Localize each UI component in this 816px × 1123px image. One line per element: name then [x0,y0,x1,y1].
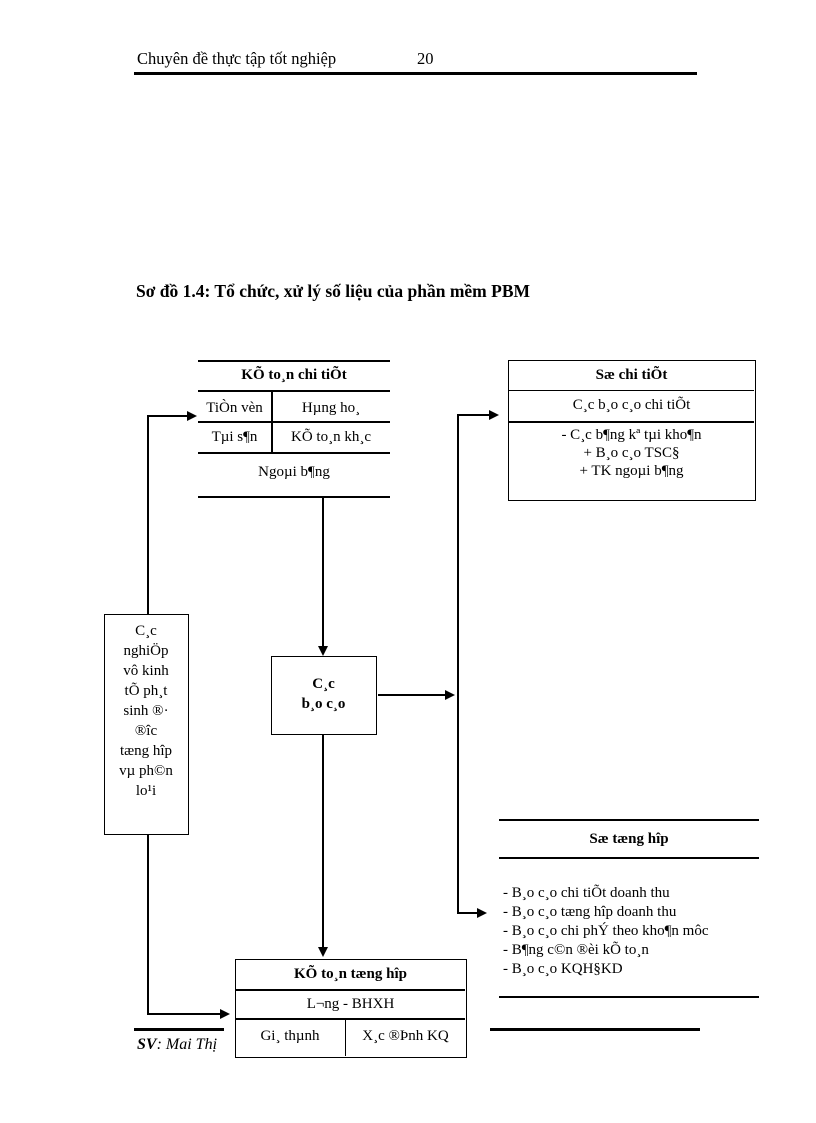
cell-tai-san: Tµi s¶n [211,429,258,445]
section-title: Sơ đồ 1.4: Tổ chức, xử lý số liệu của ph… [136,281,531,301]
arrowhead-into-detail-table [187,410,197,421]
detail-book-line: - C¸c b¶ng kª tµi kho¶n [561,427,702,443]
table-rule [198,360,390,362]
footer-rule-left [134,1028,224,1031]
connector-reports-to-summary [322,735,324,948]
arrowhead-into-summary-book [477,907,487,918]
arrowhead-into-detail-book [489,409,499,420]
detail-book-line: + B¸o c¸o TSC§ [583,445,680,461]
summary-book-title: Sæ tæng hîp [589,831,669,847]
section-rule [499,857,759,859]
connector-reports-to-trunk [378,694,446,696]
summary-accounting-title: KÕ to¸n tæng hîp [294,966,407,982]
cell-tien-von: TiÒn vèn [206,400,263,416]
detail-book-subtitle: C¸c b¸o c¸o chi tiÕt [572,397,691,413]
section-rule [499,819,759,821]
page-header-title: Chuyên đề thực tập tốt nghiệp [137,49,337,68]
table-rule [509,389,754,391]
connector-trunk-to-summary-book [457,912,478,914]
cell-xac-dinh-kq: X¸c ®Þnh KQ [362,1028,449,1044]
table-rule [198,421,390,423]
detail-book-table: Sæ chi tiÕt C¸c b¸o c¸o chi tiÕt - C¸c b… [508,360,756,501]
footer-author: SV: Mai Thị [137,1036,217,1054]
table-divider [344,1018,346,1056]
source-operations-text: C¸c nghiÖp vô kinh tÕ ph¸t sinh ®· ®îc t… [119,623,173,799]
connector-source-to-summary [147,1013,221,1015]
section-rule [499,996,759,998]
summary-book-item: - B¸o c¸o tæng hîp doanh thu [503,904,677,920]
cell-gia-thanh: Gi¸ thµnh [260,1028,320,1044]
connector-source-to-detail [147,415,149,615]
table-divider [271,390,273,452]
cell-ngoai-bang: Ngoµi b¶ng [258,464,330,480]
cell-ke-toan-khac: KÕ to¸n kh¸c [291,429,371,445]
table-rule [198,496,390,498]
source-operations-box: C¸c nghiÖp vô kinh tÕ ph¸t sinh ®· ®îc t… [104,614,189,835]
arrowhead-into-reports-box [317,646,328,656]
connector-source-to-detail [147,415,188,417]
arrowhead-into-summary-accounting [317,947,328,957]
detail-book-line: + TK ngoµi b¶ng [579,463,684,479]
table-rule [236,989,465,991]
summary-book-list: - B¸o c¸o chi tiÕt doanh thu - B¸o c¸o t… [503,884,768,979]
footer-author-name: : Mai Thị [156,1036,218,1053]
summary-accounting-table: KÕ to¸n tæng hîp L¬ng - BHXH Gi¸ thµnh X… [235,959,467,1058]
table-rule [198,452,390,454]
summary-book-item: - B¸o c¸o chi phÝ theo kho¶n môc [503,923,709,939]
table-rule [236,1018,465,1020]
page-number: 20 [417,49,434,68]
footer-author-label: SV [137,1036,157,1053]
cell-hang-hoa: Hµng ho¸ [301,400,361,416]
footer-rule-right [490,1028,700,1031]
connector-detail-to-reports [322,497,324,647]
table-rule [509,421,754,423]
summary-book-item: - B¸o c¸o KQH§KD [503,961,623,977]
detail-accounting-title: KÕ to¸n chi tiÕt [241,367,347,383]
arrowhead-into-trunk [445,689,455,700]
table-rule [198,390,390,392]
connector-source-to-summary [147,835,149,1014]
cell-luong-bhxh: L¬ng - BHXH [306,996,395,1012]
summary-book-item: - B¸o c¸o chi tiÕt doanh thu [503,885,670,901]
summary-book-item: - B¶ng c©n ®èi kÕ to¸n [503,942,649,958]
header-rule [134,72,697,75]
reports-box: C¸c b¸o c¸o [271,656,377,735]
connector-trunk-to-detail-book [457,414,490,416]
detail-book-title: Sæ chi tiÕt [595,367,668,383]
reports-box-text: C¸c b¸o c¸o [301,676,346,712]
arrowhead-into-summary-table [220,1008,230,1019]
trunk-line-right [457,414,459,913]
